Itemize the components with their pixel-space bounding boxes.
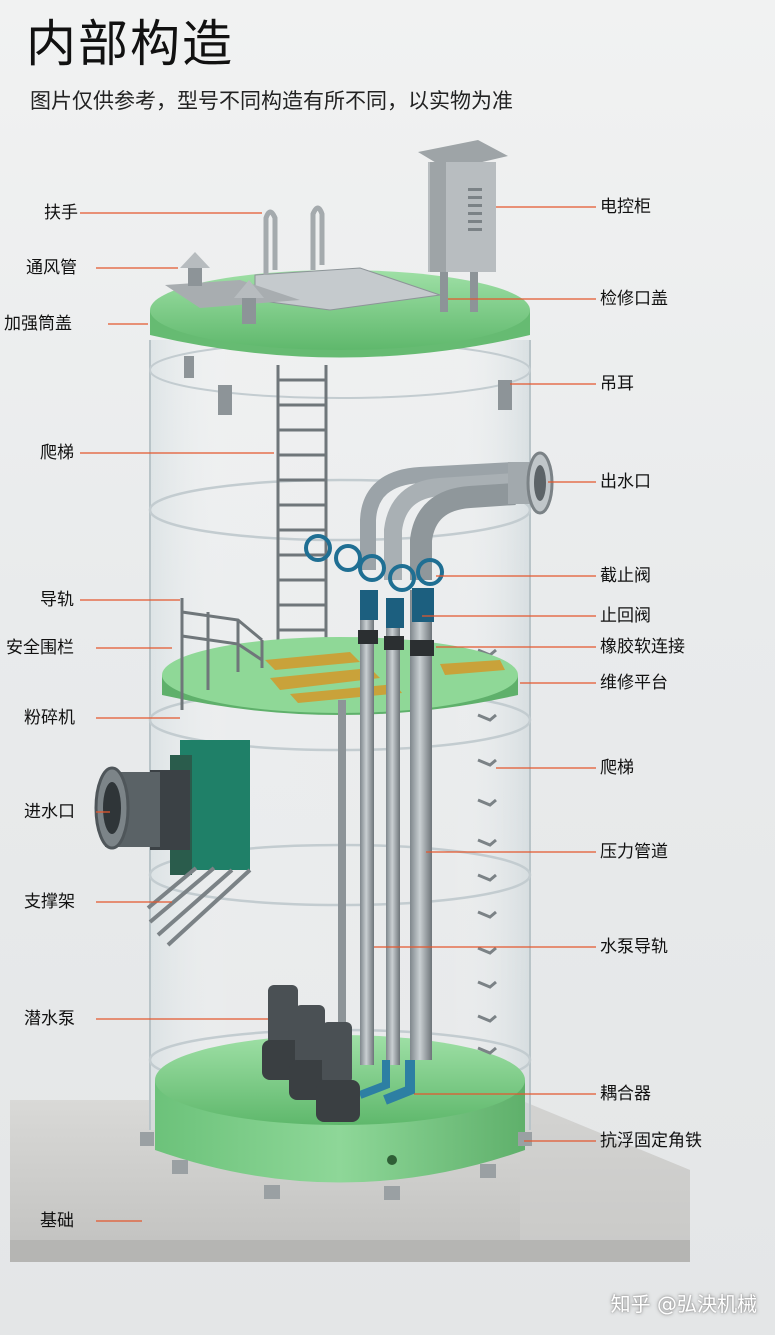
label-guide-rail: 导轨 — [40, 590, 74, 610]
label-water-outlet: 出水口 — [600, 472, 651, 492]
label-coupler: 耦合器 — [600, 1084, 651, 1104]
upper-ladder — [276, 365, 328, 650]
leader-lines — [80, 206, 596, 1222]
label-reinforced-cover: 加强筒盖 — [4, 314, 72, 334]
control-cabinet-shape — [418, 140, 508, 312]
top-cover — [150, 205, 530, 415]
label-check-valve: 止回阀 — [600, 606, 651, 626]
label-anti-float-angle: 抗浮固定角铁 — [600, 1131, 702, 1151]
label-water-inlet: 进水口 — [24, 802, 75, 822]
label-rubber-joint: 橡胶软连接 — [600, 637, 685, 657]
label-ladder-upper: 爬梯 — [40, 443, 74, 463]
label-pump-guide-rail: 水泵导轨 — [600, 937, 668, 957]
label-maintenance-platform: 维修平台 — [600, 673, 668, 693]
label-inspection-cover: 检修口盖 — [600, 289, 668, 309]
crusher-and-inlet — [94, 740, 252, 947]
submersible-pumps — [262, 985, 360, 1122]
label-vent-pipe: 通风管 — [26, 258, 77, 278]
label-support-frame: 支撑架 — [24, 892, 75, 912]
label-lifting-lug: 吊耳 — [600, 374, 634, 394]
label-ladder-lower: 爬梯 — [600, 758, 634, 778]
page-subtitle: 图片仅供参考，型号不同构造有所不同，以实物为准 — [30, 89, 513, 113]
label-control-cabinet: 电控柜 — [600, 197, 651, 217]
label-pressure-pipe: 压力管道 — [600, 842, 668, 862]
watermark: 知乎 @弘泱机械 — [610, 1292, 757, 1316]
wall-steps — [477, 648, 497, 1055]
label-crusher: 粉碎机 — [24, 708, 75, 728]
label-handrail: 扶手 — [44, 203, 78, 223]
label-safety-fence: 安全围栏 — [6, 638, 74, 658]
label-foundation: 基础 — [40, 1211, 74, 1231]
label-gate-valve: 截止阀 — [600, 566, 651, 586]
page-title: 内部构造 — [26, 15, 234, 73]
label-submersible-pump: 潜水泵 — [24, 1009, 75, 1029]
pipes — [304, 451, 554, 1105]
